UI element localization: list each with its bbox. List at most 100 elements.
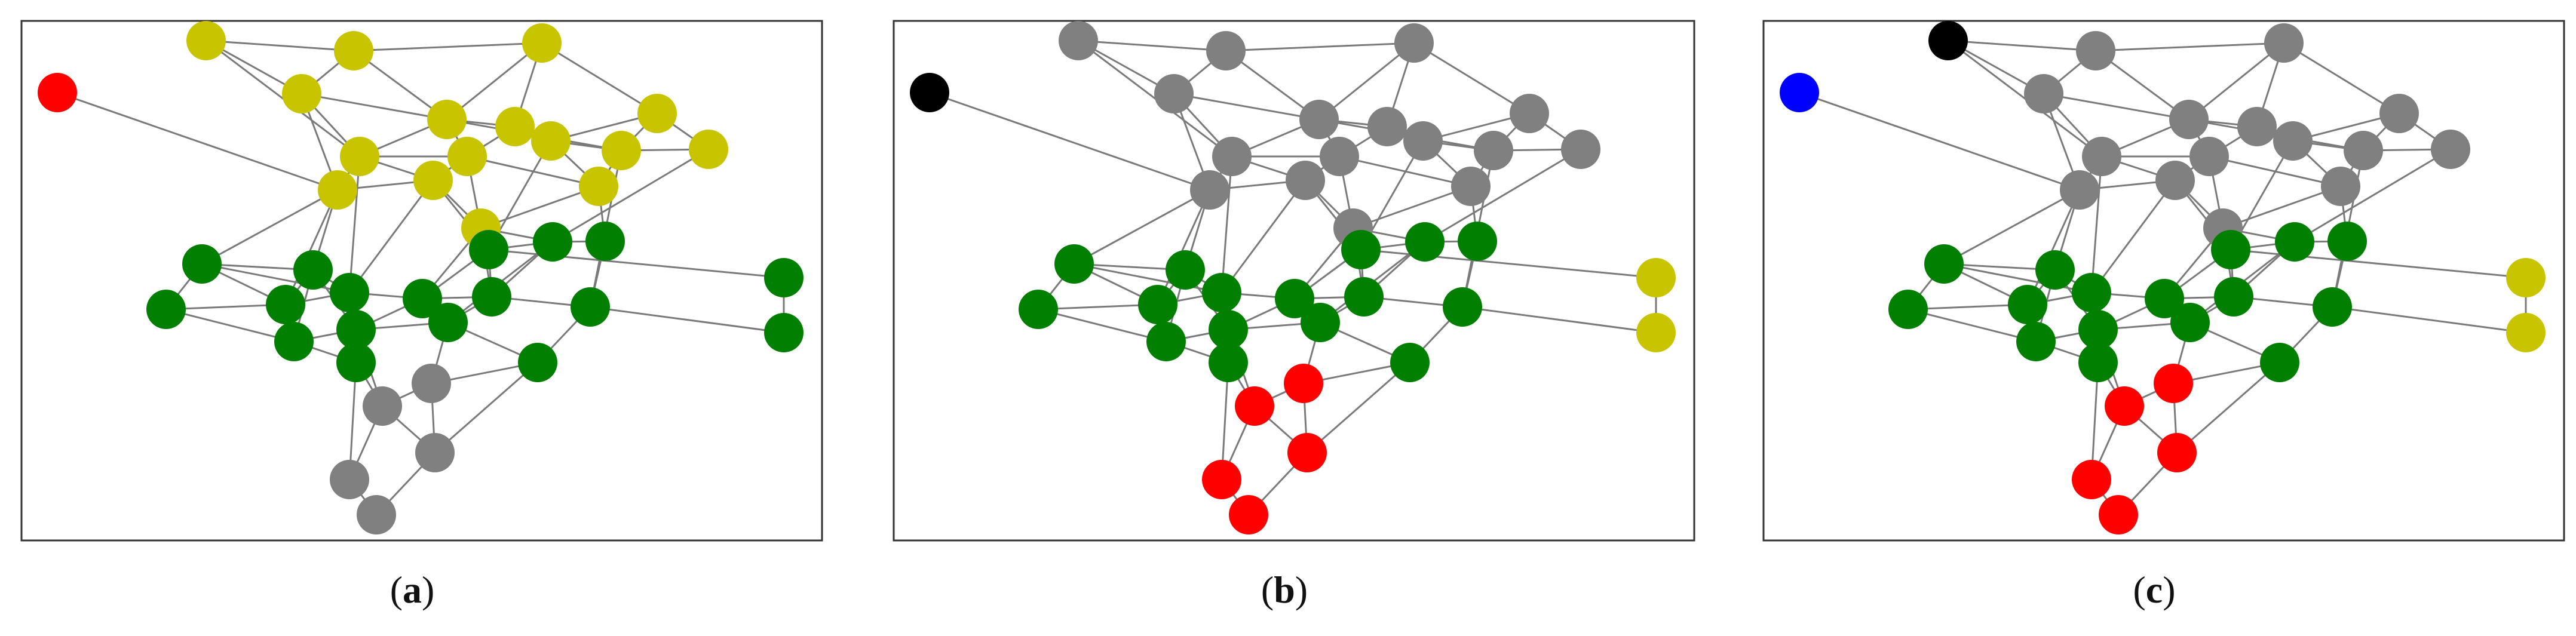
node-top	[1403, 121, 1443, 161]
edge	[1462, 306, 1657, 334]
edge	[2188, 42, 2284, 121]
node-green	[182, 244, 222, 284]
node-top	[1928, 21, 1968, 60]
node-bottom	[363, 386, 402, 426]
node-green	[1458, 222, 1497, 261]
caption-a-letter: a	[403, 569, 422, 611]
node-right-pair	[2506, 258, 2546, 297]
node-top	[495, 107, 535, 146]
caption-a-close: )	[422, 569, 435, 611]
node-outlier	[38, 73, 77, 112]
edge	[1220, 180, 1307, 293]
node-top	[2060, 170, 2099, 210]
caption-c-close: )	[2163, 569, 2176, 611]
caption-a: (a)	[352, 566, 472, 614]
edge	[1225, 42, 1415, 52]
node-top	[1451, 167, 1491, 206]
edge	[2095, 42, 2284, 52]
node-bottom	[1202, 460, 1241, 499]
edge	[552, 148, 709, 243]
node-top	[413, 161, 453, 200]
node-top	[447, 137, 487, 176]
node-right-pair	[2506, 313, 2546, 352]
node-top	[186, 21, 226, 60]
edge	[1943, 189, 2080, 265]
edge	[1074, 189, 1210, 265]
node-green	[1209, 310, 1248, 349]
node-green	[1405, 222, 1445, 262]
node-bottom	[330, 460, 369, 499]
edge	[1908, 303, 2028, 311]
nodes	[38, 21, 804, 534]
node-green	[1888, 290, 1928, 329]
node-top	[1206, 31, 1246, 70]
caption-b-close: )	[1295, 569, 1308, 611]
node-right-pair	[1636, 258, 1676, 297]
edge	[57, 91, 338, 191]
node-top	[340, 137, 379, 176]
graph-b	[893, 20, 1695, 542]
node-right-pair	[1636, 313, 1676, 352]
edge	[480, 185, 599, 229]
edge	[2332, 306, 2526, 334]
node-top	[522, 23, 562, 63]
node-top	[2379, 94, 2419, 133]
edge	[2026, 189, 2081, 305]
edge	[1074, 263, 1222, 294]
node-green	[1019, 290, 1058, 329]
edge	[2090, 156, 2103, 293]
node-green	[585, 222, 625, 261]
edge	[165, 303, 286, 311]
node-bottom	[2099, 495, 2138, 534]
node-top	[1394, 23, 1434, 63]
node-bottom	[415, 433, 455, 472]
edge	[2294, 148, 2451, 243]
edge	[206, 39, 354, 52]
edge	[1307, 361, 1410, 454]
node-top	[1299, 100, 1339, 139]
node-top	[1190, 170, 1229, 210]
edge	[1424, 148, 1581, 243]
edge	[1799, 91, 2080, 191]
caption-c-letter: c	[2145, 569, 2163, 611]
node-top	[689, 130, 728, 169]
edge	[1038, 303, 1158, 311]
node-green	[2008, 285, 2047, 324]
edge	[2176, 361, 2280, 454]
node-green	[403, 279, 442, 318]
edge	[1220, 156, 1233, 293]
node-top	[2273, 121, 2313, 161]
node-green	[1344, 277, 1384, 317]
node-top	[2024, 74, 2063, 113]
node-top	[2076, 31, 2115, 70]
caption-c-open: (	[2133, 569, 2146, 611]
node-green	[2145, 279, 2184, 318]
edge	[165, 308, 295, 343]
node-top	[2155, 161, 2195, 200]
node-right-pair	[764, 313, 804, 352]
panel-b: (b)	[872, 0, 1731, 636]
node-green	[2214, 277, 2253, 317]
node-green	[266, 285, 305, 324]
node-top	[2264, 23, 2304, 63]
node-green	[2260, 343, 2299, 382]
node-green	[1054, 244, 1094, 284]
edge	[1157, 189, 1211, 305]
node-bottom	[2105, 386, 2144, 426]
edge	[434, 361, 538, 454]
node-top	[637, 94, 677, 133]
node-top	[1320, 137, 1359, 176]
nodes	[1780, 21, 2546, 534]
node-top	[2082, 137, 2121, 176]
node-top	[1510, 94, 1549, 133]
node-top	[334, 31, 373, 70]
nodes	[910, 21, 1676, 534]
panel-c: (c)	[1742, 0, 2576, 636]
caption-b: (b)	[1225, 566, 1344, 614]
edge	[2283, 42, 2400, 115]
node-green	[146, 290, 186, 329]
node-green	[2016, 322, 2056, 361]
node-top	[1212, 137, 1252, 176]
caption-b-letter: b	[1274, 569, 1295, 611]
node-green	[1390, 343, 1430, 382]
